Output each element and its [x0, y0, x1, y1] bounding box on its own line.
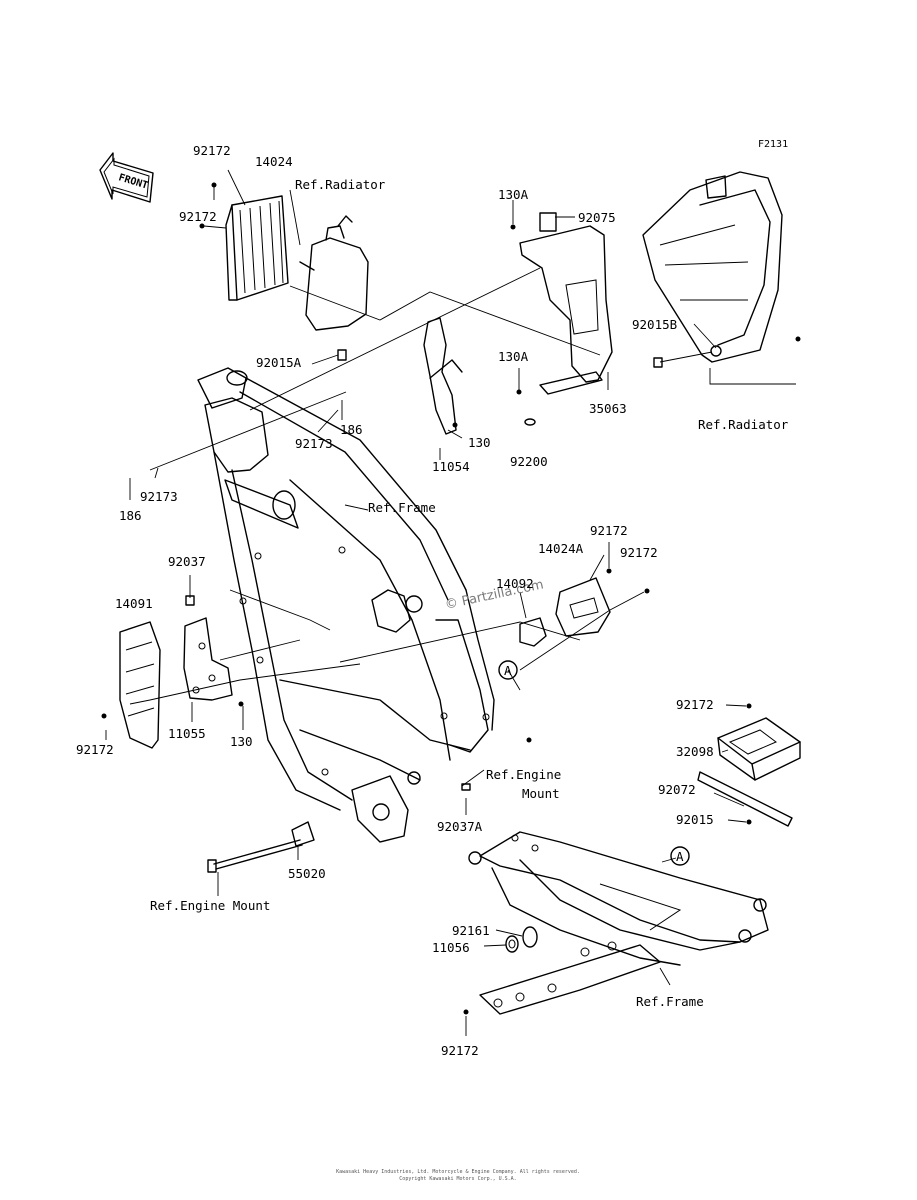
- front-label: FRONT: [117, 172, 149, 191]
- radiator-shroud-part: [642, 171, 783, 368]
- cover-14024a-part: [555, 577, 611, 637]
- label-92172-c: 92172: [590, 523, 628, 538]
- footer-line-1: Kawasaki Heavy Industries, Ltd. Motorcyc…: [336, 1169, 580, 1175]
- label-ref-frame-a: Ref.Frame: [368, 500, 436, 515]
- subframe-part: [468, 831, 769, 966]
- label-92072: 92072: [658, 782, 696, 797]
- label-11056: 11056: [432, 940, 470, 955]
- label-32098: 32098: [676, 744, 714, 759]
- label-92172-g: 92172: [441, 1043, 479, 1058]
- label-14092: 14092: [496, 576, 534, 591]
- label-92015b: 92015B: [632, 317, 677, 332]
- label-130a-b: 130A: [498, 349, 529, 364]
- label-mount-a: Mount: [522, 786, 560, 801]
- rear-bracket-part: [479, 941, 661, 1015]
- label-92173-b: 92173: [140, 489, 178, 504]
- figure-code: F2131: [758, 139, 788, 150]
- label-14024: 14024: [255, 154, 293, 169]
- reservoir-tank-part: [299, 215, 369, 361]
- label-ref-engine-a: Ref.Engine: [486, 767, 561, 782]
- bracket-14092-part: [519, 617, 547, 647]
- bracket-35063-part: [519, 212, 613, 426]
- label-92200: 92200: [510, 454, 548, 469]
- ref-a-marker-1: [498, 660, 518, 680]
- footer-line-2: Copyright Kawasaki Motors Corp., U.S.A.: [399, 1176, 516, 1182]
- label-130a-a: 130A: [498, 187, 529, 202]
- strap-92072-part: [697, 771, 793, 827]
- radiator-guard-part: [225, 195, 289, 301]
- label-186-a: 186: [340, 422, 363, 437]
- label-ref-radiator-b: Ref.Radiator: [698, 417, 789, 432]
- label-92161: 92161: [452, 923, 490, 938]
- label-ref-a-2: A: [676, 849, 684, 864]
- label-55020: 55020: [288, 866, 326, 881]
- label-92173-a: 92173: [295, 436, 333, 451]
- label-130-b: 130: [230, 734, 253, 749]
- leader-lines: [105, 169, 796, 1036]
- label-11054: 11054: [432, 459, 470, 474]
- label-ref-radiator-a: Ref.Radiator: [295, 177, 386, 192]
- front-arrow-icon: FRONT: [99, 152, 154, 203]
- ref-a-marker-2: [670, 846, 690, 866]
- bushing-92161-part: [522, 926, 538, 948]
- label-14091: 14091: [115, 596, 153, 611]
- label-14024a: 14024A: [538, 541, 584, 556]
- label-35063: 35063: [589, 401, 627, 416]
- label-92075: 92075: [578, 210, 616, 225]
- label-92172-b: 92172: [179, 209, 217, 224]
- label-ref-frame-b: Ref.Frame: [636, 994, 704, 1009]
- label-186-b: 186: [119, 508, 142, 523]
- label-92015a: 92015A: [256, 355, 302, 370]
- label-ref-a-1: A: [504, 663, 512, 678]
- label-ref-engine-mount-b: Ref.Engine Mount: [150, 898, 270, 913]
- label-92172-f: 92172: [676, 697, 714, 712]
- label-11055: 11055: [168, 726, 206, 741]
- collar-11056-part: [505, 935, 519, 953]
- side-plate-14091-part: [119, 617, 233, 749]
- bracket-11054-part: [423, 317, 463, 435]
- main-frame-part: [197, 367, 495, 843]
- label-92037: 92037: [168, 554, 206, 569]
- label-92172-e: 92172: [76, 742, 114, 757]
- label-92015: 92015: [676, 812, 714, 827]
- label-92172-a: 92172: [193, 143, 231, 158]
- mount-bolt-part: [207, 839, 303, 873]
- label-130-a: 130: [468, 435, 491, 450]
- label-92037a: 92037A: [437, 819, 483, 834]
- part-labels: 92172 14024 Ref.Radiator 92172 92015A 13…: [76, 143, 789, 1058]
- skid-plate-32098-part: [717, 717, 801, 781]
- label-92172-d: 92172: [620, 545, 658, 560]
